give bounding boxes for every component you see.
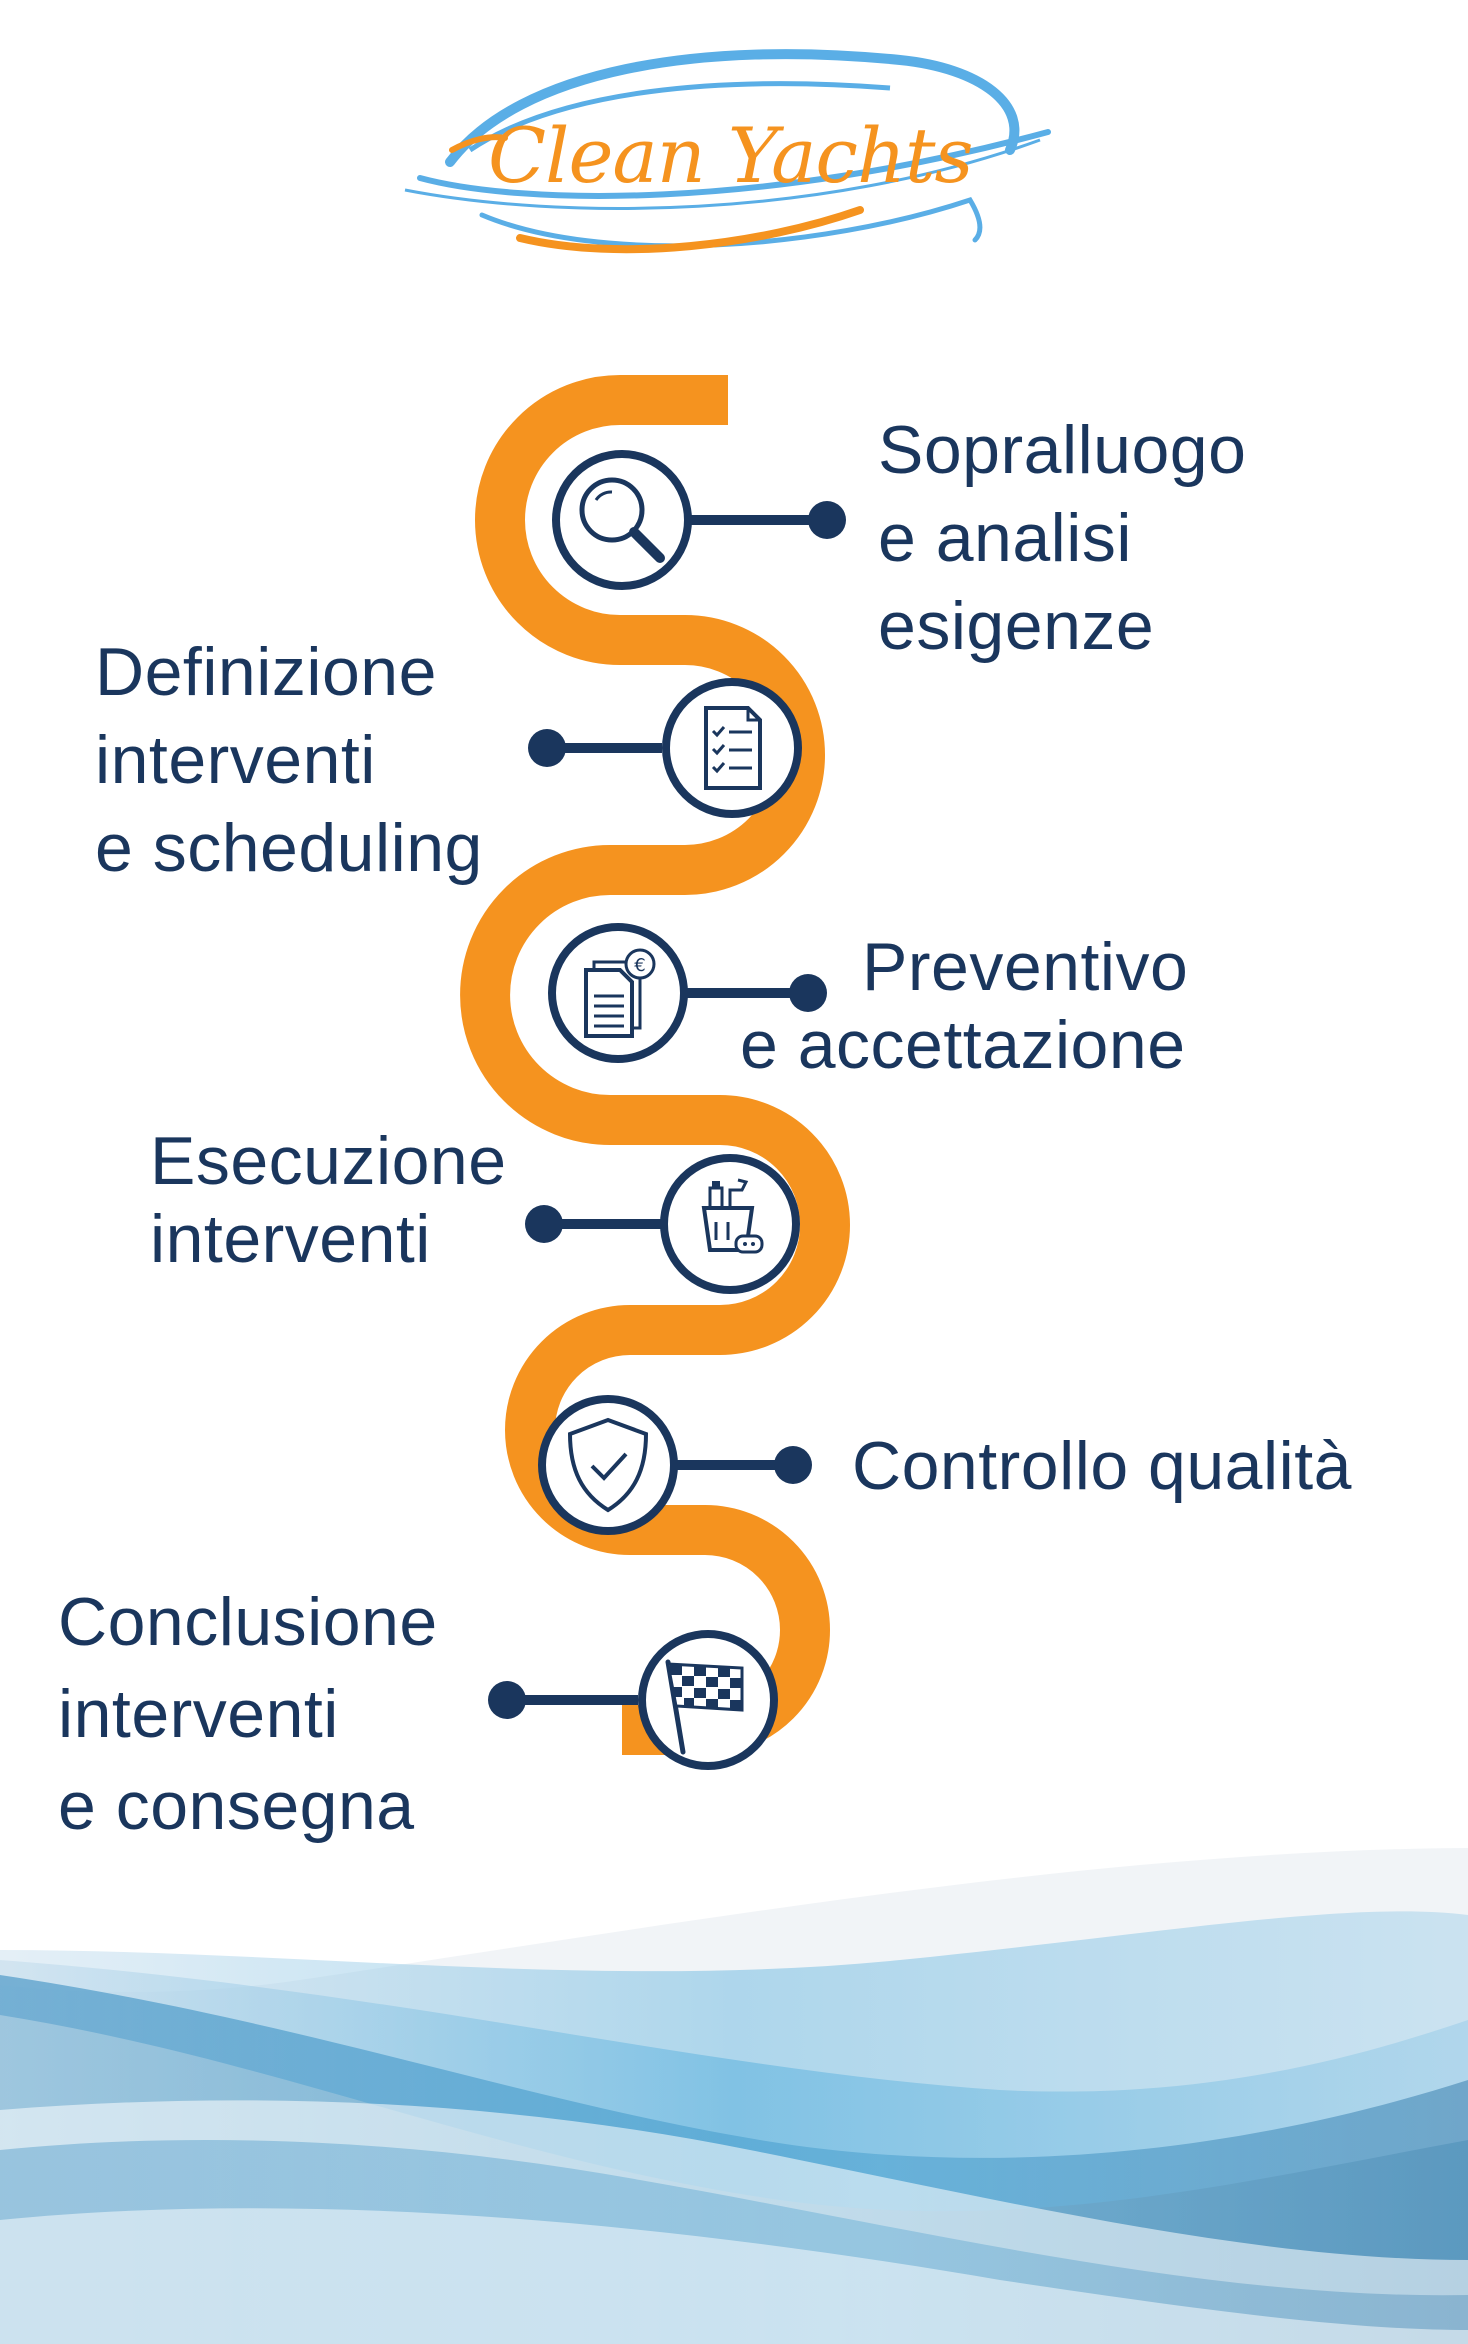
connectors xyxy=(488,501,846,1719)
wave-decoration xyxy=(0,1848,1468,2344)
step-4-line-1: Esecuzione xyxy=(150,1123,507,1199)
magnifier-icon xyxy=(552,450,692,590)
step-2-line-1: Definizione xyxy=(95,634,437,710)
brand-logo: Clean Yachts xyxy=(404,49,1051,254)
step-1-label: Sopralluogo e analisi esigenze xyxy=(878,406,1246,670)
step-6-line-1: Conclusione xyxy=(58,1584,438,1660)
step-6-label: Conclusione interventi e consegna xyxy=(58,1576,438,1852)
checklist-icon xyxy=(662,678,802,818)
step-2-label: Definizione interventi e scheduling xyxy=(95,628,483,892)
step-4-label: Esecuzione interventi xyxy=(150,1122,507,1278)
checkered-flag-icon xyxy=(638,1630,778,1770)
step-5-label: Controllo qualità xyxy=(852,1422,1352,1510)
step-6-line-2: interventi xyxy=(58,1676,339,1752)
step-1-line-2: e analisi xyxy=(878,500,1132,576)
step-1-line-3: esigenze xyxy=(878,588,1155,664)
logo-text: Clean Yachts xyxy=(488,111,973,200)
step-6-line-3: e consegna xyxy=(58,1768,415,1844)
step-5-line-1: Controllo qualità xyxy=(852,1428,1352,1504)
svg-text:€: € xyxy=(634,955,645,976)
step-3-line-1: Preventivo xyxy=(862,929,1189,1005)
step-3-label: Preventivo e accettazione xyxy=(740,928,1188,1084)
step-1-line-1: Sopralluogo xyxy=(878,412,1247,488)
euro-document-icon: € xyxy=(548,923,688,1063)
step-4-line-2: interventi xyxy=(150,1201,431,1277)
step-3-line-2: e accettazione xyxy=(740,1007,1186,1083)
step-2-line-3: e scheduling xyxy=(95,810,483,886)
step-2-line-2: interventi xyxy=(95,722,376,798)
cleaning-bucket-icon xyxy=(660,1154,800,1294)
shield-check-icon xyxy=(538,1395,678,1535)
